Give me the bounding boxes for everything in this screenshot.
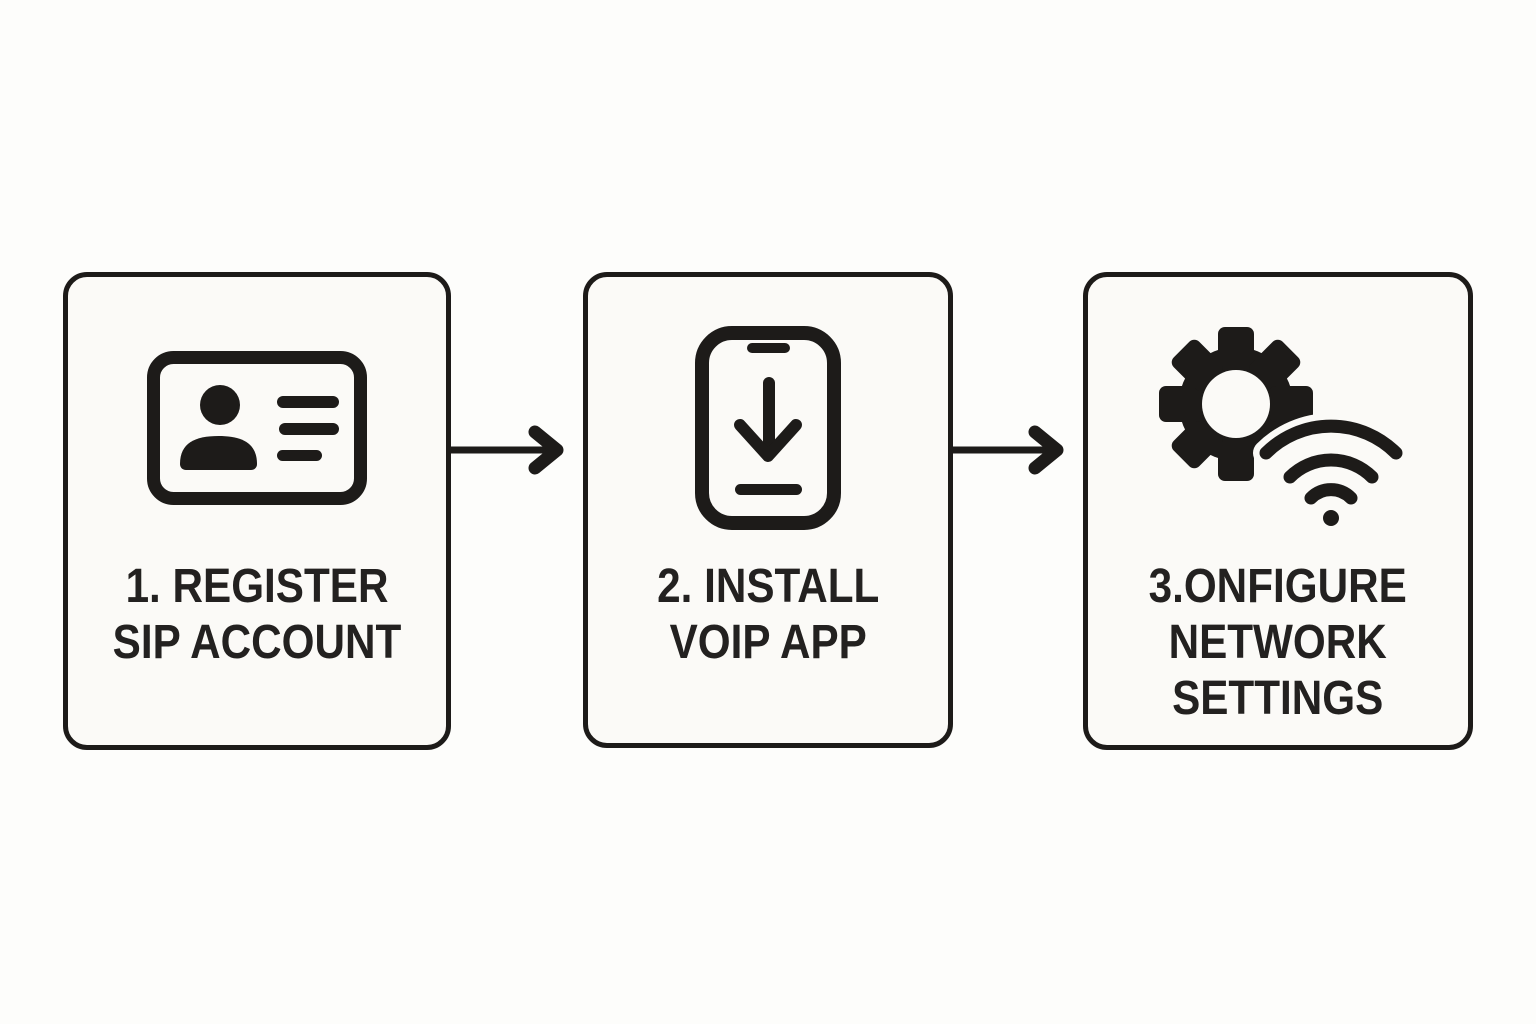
step-label-line: VOIP APP (669, 616, 867, 669)
flow-arrow-icon (451, 425, 564, 475)
step-label-line: SETTINGS (1172, 672, 1384, 725)
step-label: 3.ONFIGURE NETWORK SETTINGS (1149, 559, 1407, 727)
step-card-configure-network: 3.ONFIGURE NETWORK SETTINGS (1083, 272, 1473, 750)
step-label: 2. INSTALL VOIP APP (657, 559, 879, 671)
step-label-line: SIP ACCOUNT (112, 616, 402, 669)
step-label-line: 2. INSTALL (656, 560, 880, 613)
step-card-install-voip: 2. INSTALL VOIP APP (583, 272, 953, 748)
step-label-line: 3.ONFIGURE (1148, 560, 1408, 613)
step-card-register-sip: 1. REGISTER SIP ACCOUNT (63, 272, 451, 750)
gear-icon (1159, 327, 1313, 481)
id-card-icon (147, 323, 367, 533)
gear-wifi-icon (1158, 323, 1409, 533)
step-label-line: NETWORK (1168, 616, 1388, 669)
phone-download-icon (695, 323, 841, 533)
step-label-line: 1. REGISTER (125, 560, 389, 613)
wifi-icon (1259, 419, 1403, 526)
flow-arrow-icon (951, 425, 1064, 475)
step-label: 1. REGISTER SIP ACCOUNT (113, 559, 402, 671)
